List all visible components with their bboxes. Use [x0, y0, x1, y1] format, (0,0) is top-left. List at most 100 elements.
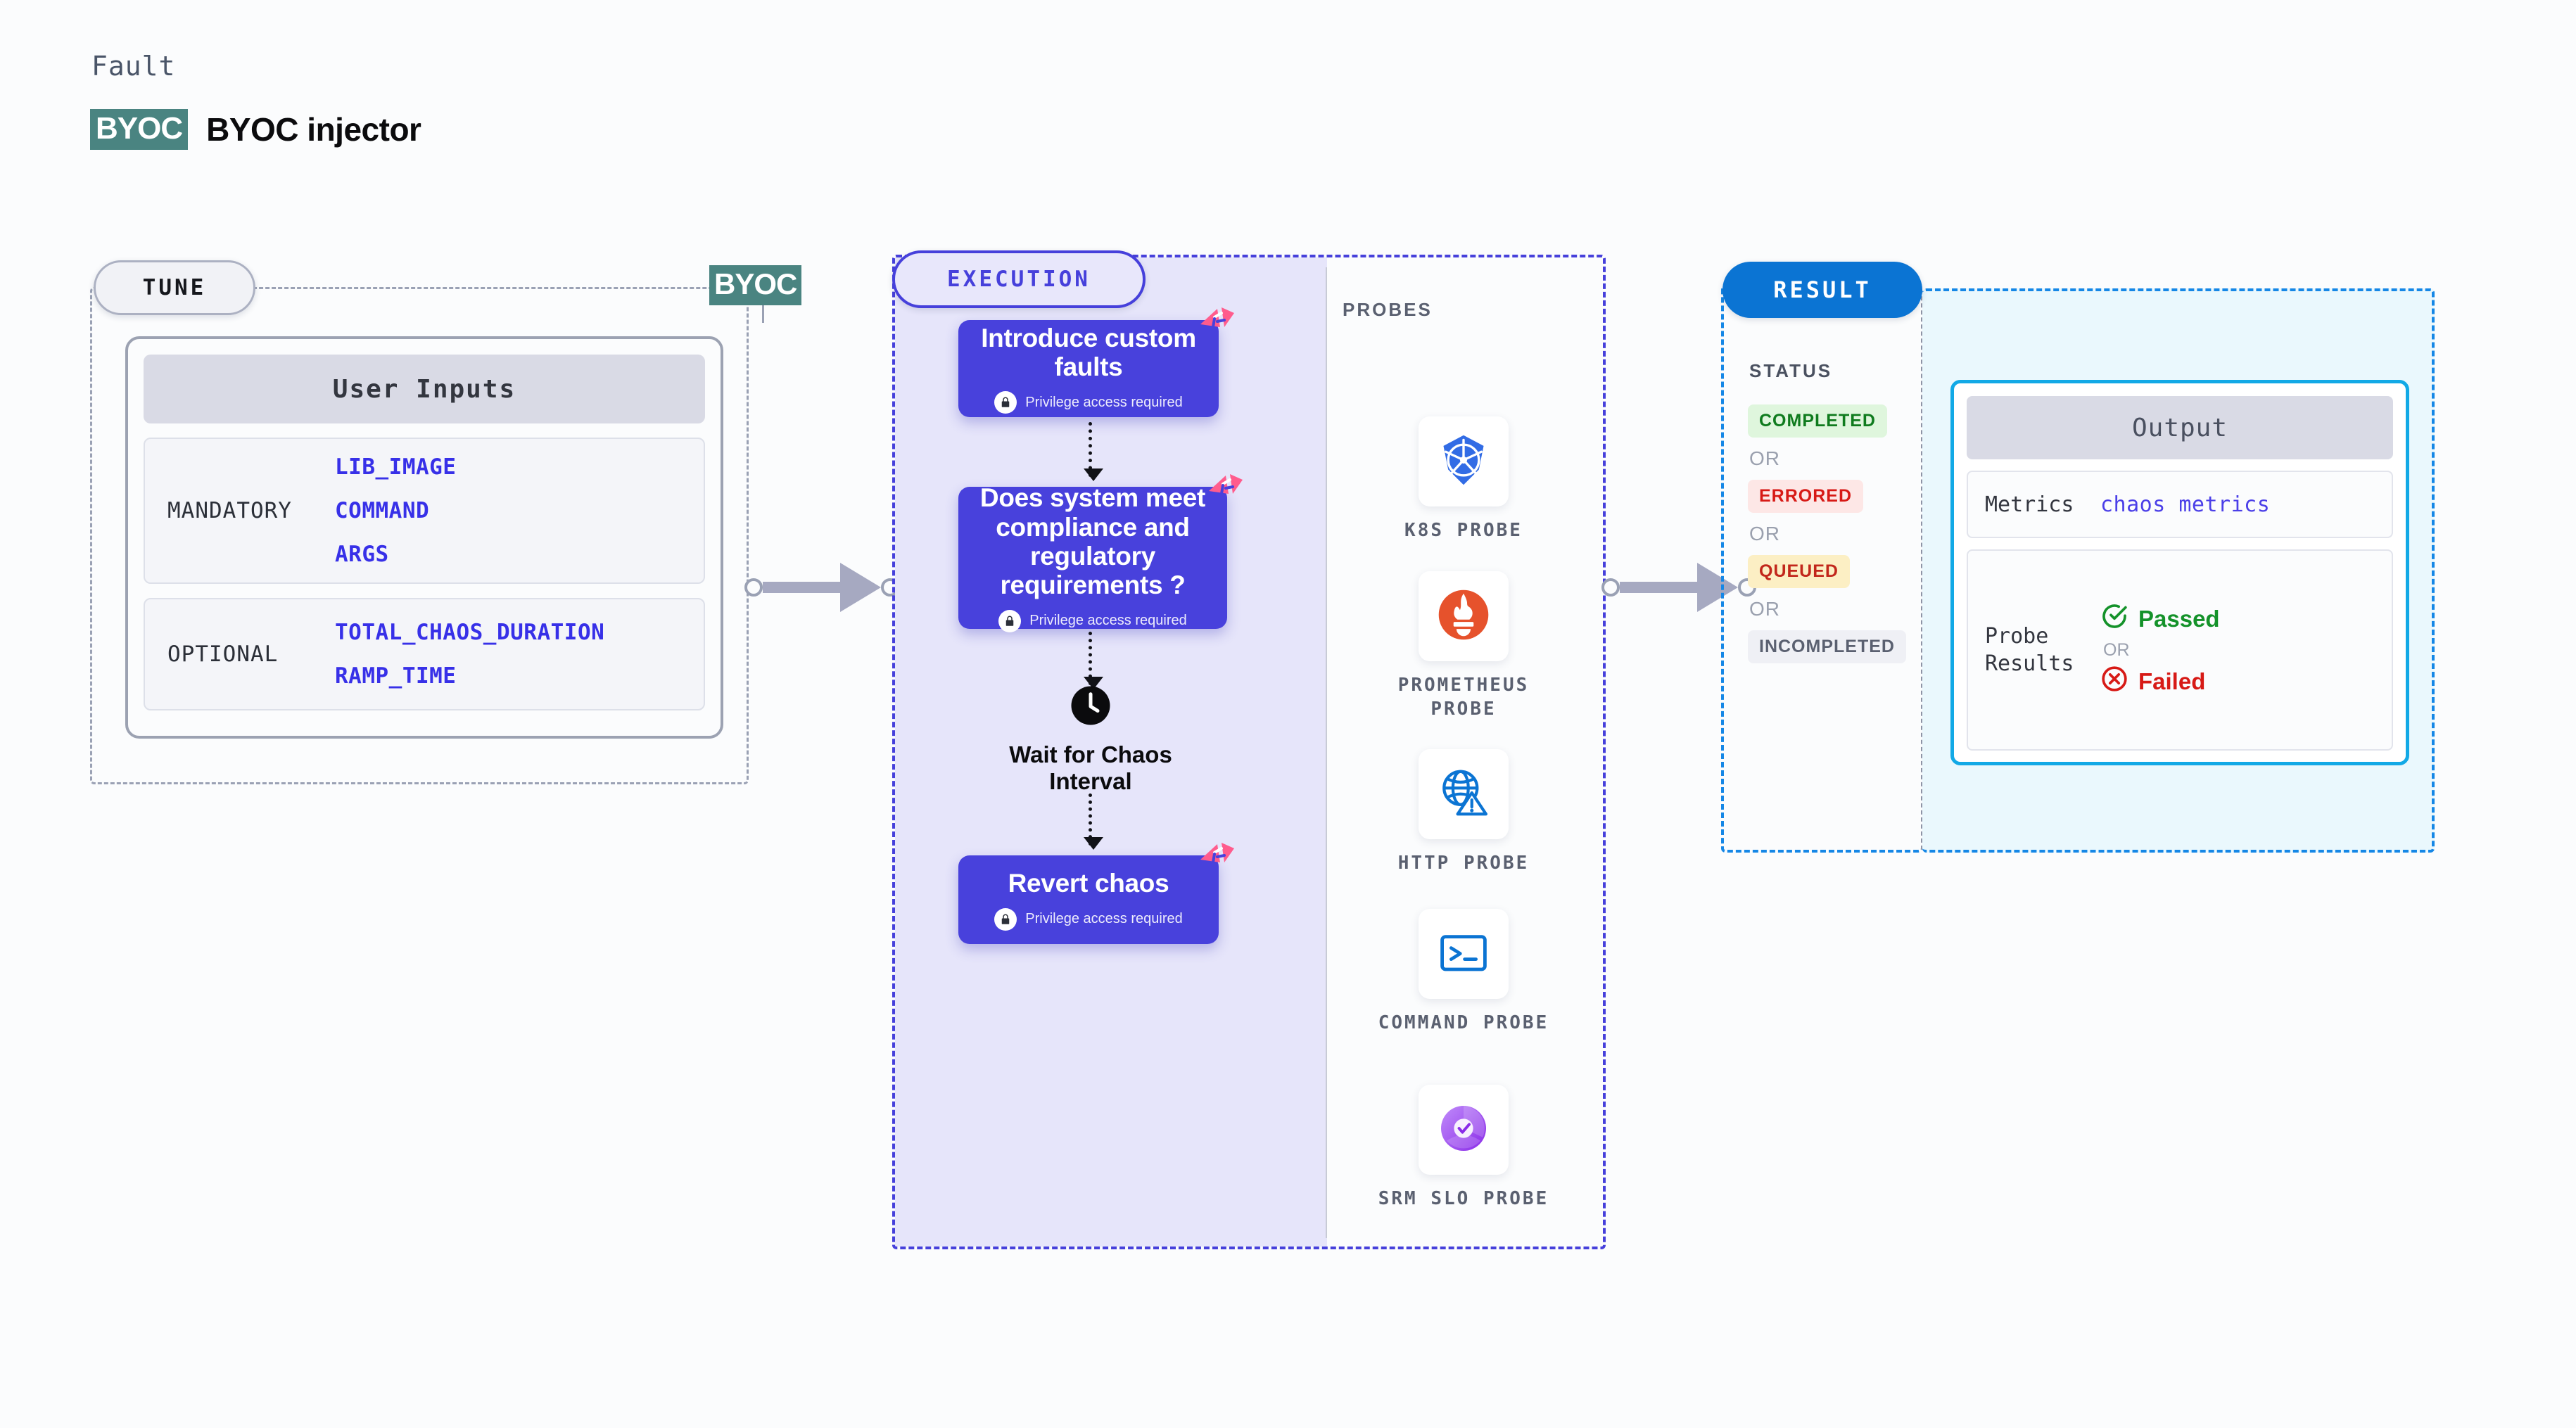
probe-item-srm-slo[interactable]: SRM SLO PROBE — [1372, 1085, 1555, 1211]
probe-result-or-label: OR — [2103, 639, 2130, 660]
kubernetes-icon — [1434, 431, 1493, 493]
flow-arrow-3 — [1084, 793, 1103, 850]
execution-pill[interactable]: EXECUTION — [892, 250, 1146, 308]
connector-tune-to-execution — [744, 563, 899, 612]
probe-item-command[interactable]: COMMAND PROBE — [1372, 909, 1555, 1035]
node-title: Does system meet compliance and regulato… — [979, 483, 1206, 600]
connector-arrowhead — [840, 563, 881, 612]
node-privilege-note: Privilege access required — [998, 609, 1187, 632]
probe-label: HTTP PROBE — [1397, 853, 1530, 874]
x-circle-icon — [2100, 665, 2128, 699]
privilege-label: Privilege access required — [1025, 911, 1183, 927]
status-section-title: STATUS — [1749, 360, 1833, 381]
execution-node-revert-chaos[interactable]: Revert chaos Privilege access required — [958, 843, 1234, 944]
user-inputs-title: User Inputs — [144, 355, 705, 423]
execution-node-wait-interval: Wait for Chaos Interval — [1009, 684, 1172, 795]
clock-icon — [1070, 684, 1112, 730]
tune-group-key: MANDATORY — [167, 498, 292, 523]
connector-arrowhead — [1697, 563, 1738, 612]
probe-item-prometheus[interactable]: PROMETHEUS PROBE — [1372, 571, 1555, 722]
status-badge-incompleted: INCOMPLETED — [1748, 630, 1906, 663]
tune-pill[interactable]: TUNE — [94, 260, 255, 315]
output-row-probe-results: Probe Results Passed OR — [1967, 549, 2393, 751]
output-title: Output — [1967, 396, 2393, 459]
page-title: BYOC injector — [206, 111, 421, 148]
execution-probes-divider — [1326, 267, 1327, 1238]
user-inputs-card: User Inputs MANDATORY LIB_IMAGE COMMAND … — [125, 336, 723, 739]
probes-section-title: PROBES — [1343, 299, 1433, 320]
execution-inner-panel — [895, 257, 1327, 1247]
prometheus-icon — [1434, 585, 1493, 648]
tune-group-key: OPTIONAL — [167, 642, 279, 667]
byoc-tail-line — [762, 298, 764, 323]
status-or-label: OR — [1749, 523, 1780, 544]
status-badge-queued: QUEUED — [1748, 555, 1850, 588]
output-row-metrics: Metrics chaos metrics — [1967, 471, 2393, 538]
tune-param[interactable]: COMMAND — [335, 498, 430, 523]
lock-icon — [998, 609, 1022, 632]
probe-result-values: Passed OR Failed — [2100, 602, 2220, 699]
probe-label: SRM SLO PROBE — [1378, 1188, 1549, 1209]
tune-region — [90, 287, 749, 784]
litmus-chaos-icon — [1205, 470, 1244, 513]
tune-boundary-byoc-badge: BYOC — [709, 265, 802, 305]
tune-group-optional: OPTIONAL TOTAL_CHAOS_DURATION RAMP_TIME — [144, 598, 705, 710]
status-list: COMPLETED OR ERRORED OR QUEUED OR INCOMP… — [1748, 404, 1924, 663]
page-eyebrow: Fault — [91, 51, 176, 82]
node-title: Introduce custom faults — [981, 323, 1196, 381]
status-badge-errored: ERRORED — [1748, 480, 1864, 513]
probe-label: K8S PROBE — [1404, 520, 1523, 541]
privilege-label: Privilege access required — [1025, 394, 1183, 410]
tune-param[interactable]: LIB_IMAGE — [335, 454, 457, 480]
srm-slo-icon — [1435, 1100, 1492, 1160]
probe-tile — [1419, 1085, 1509, 1175]
byoc-badge: BYOC — [90, 109, 189, 150]
lock-icon — [994, 391, 1017, 414]
probe-result-label: Failed — [2138, 668, 2206, 694]
tune-group-values: TOTAL_CHAOS_DURATION RAMP_TIME — [335, 620, 604, 689]
connector-line — [763, 582, 842, 593]
terminal-icon — [1435, 924, 1492, 984]
tune-param[interactable]: TOTAL_CHAOS_DURATION — [335, 620, 605, 645]
probe-tile — [1419, 571, 1509, 661]
privilege-label: Privilege access required — [1029, 613, 1187, 629]
tune-param[interactable]: RAMP_TIME — [335, 663, 457, 689]
status-badge-completed: COMPLETED — [1748, 404, 1887, 438]
connector-start-dot — [1601, 578, 1620, 597]
probe-result-failed: Failed — [2100, 665, 2220, 699]
probe-tile — [1419, 416, 1509, 506]
flow-arrow-2 — [1084, 632, 1103, 689]
probe-result-passed: Passed — [2100, 602, 2220, 636]
result-pill[interactable]: RESULT — [1722, 262, 1922, 318]
connector-start-dot — [744, 578, 763, 597]
chaos-metrics-link[interactable]: chaos metrics — [2100, 492, 2271, 517]
page-title-row: BYOC BYOC injector — [90, 109, 421, 150]
output-card: Output Metrics chaos metrics Probe Resul… — [1950, 380, 2409, 765]
connector-line — [1620, 582, 1699, 593]
node-privilege-note: Privilege access required — [994, 907, 1183, 931]
tune-group-mandatory: MANDATORY LIB_IMAGE COMMAND ARGS — [144, 438, 705, 584]
litmus-chaos-icon — [1196, 303, 1236, 346]
execution-region — [892, 255, 1606, 1249]
flow-arrow-1 — [1084, 422, 1103, 481]
execution-node-compliance-check[interactable]: Does system meet compliance and regulato… — [958, 474, 1243, 632]
check-circle-icon — [2100, 602, 2128, 636]
node-privilege-note: Privilege access required — [994, 391, 1183, 414]
litmus-chaos-icon — [1196, 839, 1236, 881]
probe-label: PROMETHEUS PROBE — [1397, 675, 1530, 720]
probe-label: COMMAND PROBE — [1378, 1012, 1549, 1033]
probe-tile — [1419, 909, 1509, 999]
lock-icon — [994, 907, 1017, 931]
status-or-label: OR — [1749, 447, 1780, 469]
output-row-key: Metrics — [1985, 492, 2074, 517]
wait-step-label: Wait for Chaos Interval — [1009, 741, 1172, 794]
node-title: Revert chaos — [1008, 869, 1169, 898]
tune-param[interactable]: ARGS — [335, 542, 389, 567]
globe-alert-icon — [1434, 763, 1493, 826]
probe-result-label: Passed — [2138, 605, 2220, 632]
probe-item-http[interactable]: HTTP PROBE — [1372, 749, 1555, 876]
execution-node-introduce-faults[interactable]: Introduce custom faults Privilege access… — [958, 307, 1234, 417]
tune-group-values: LIB_IMAGE COMMAND ARGS — [335, 454, 456, 567]
probe-item-k8s[interactable]: K8S PROBE — [1372, 416, 1555, 543]
